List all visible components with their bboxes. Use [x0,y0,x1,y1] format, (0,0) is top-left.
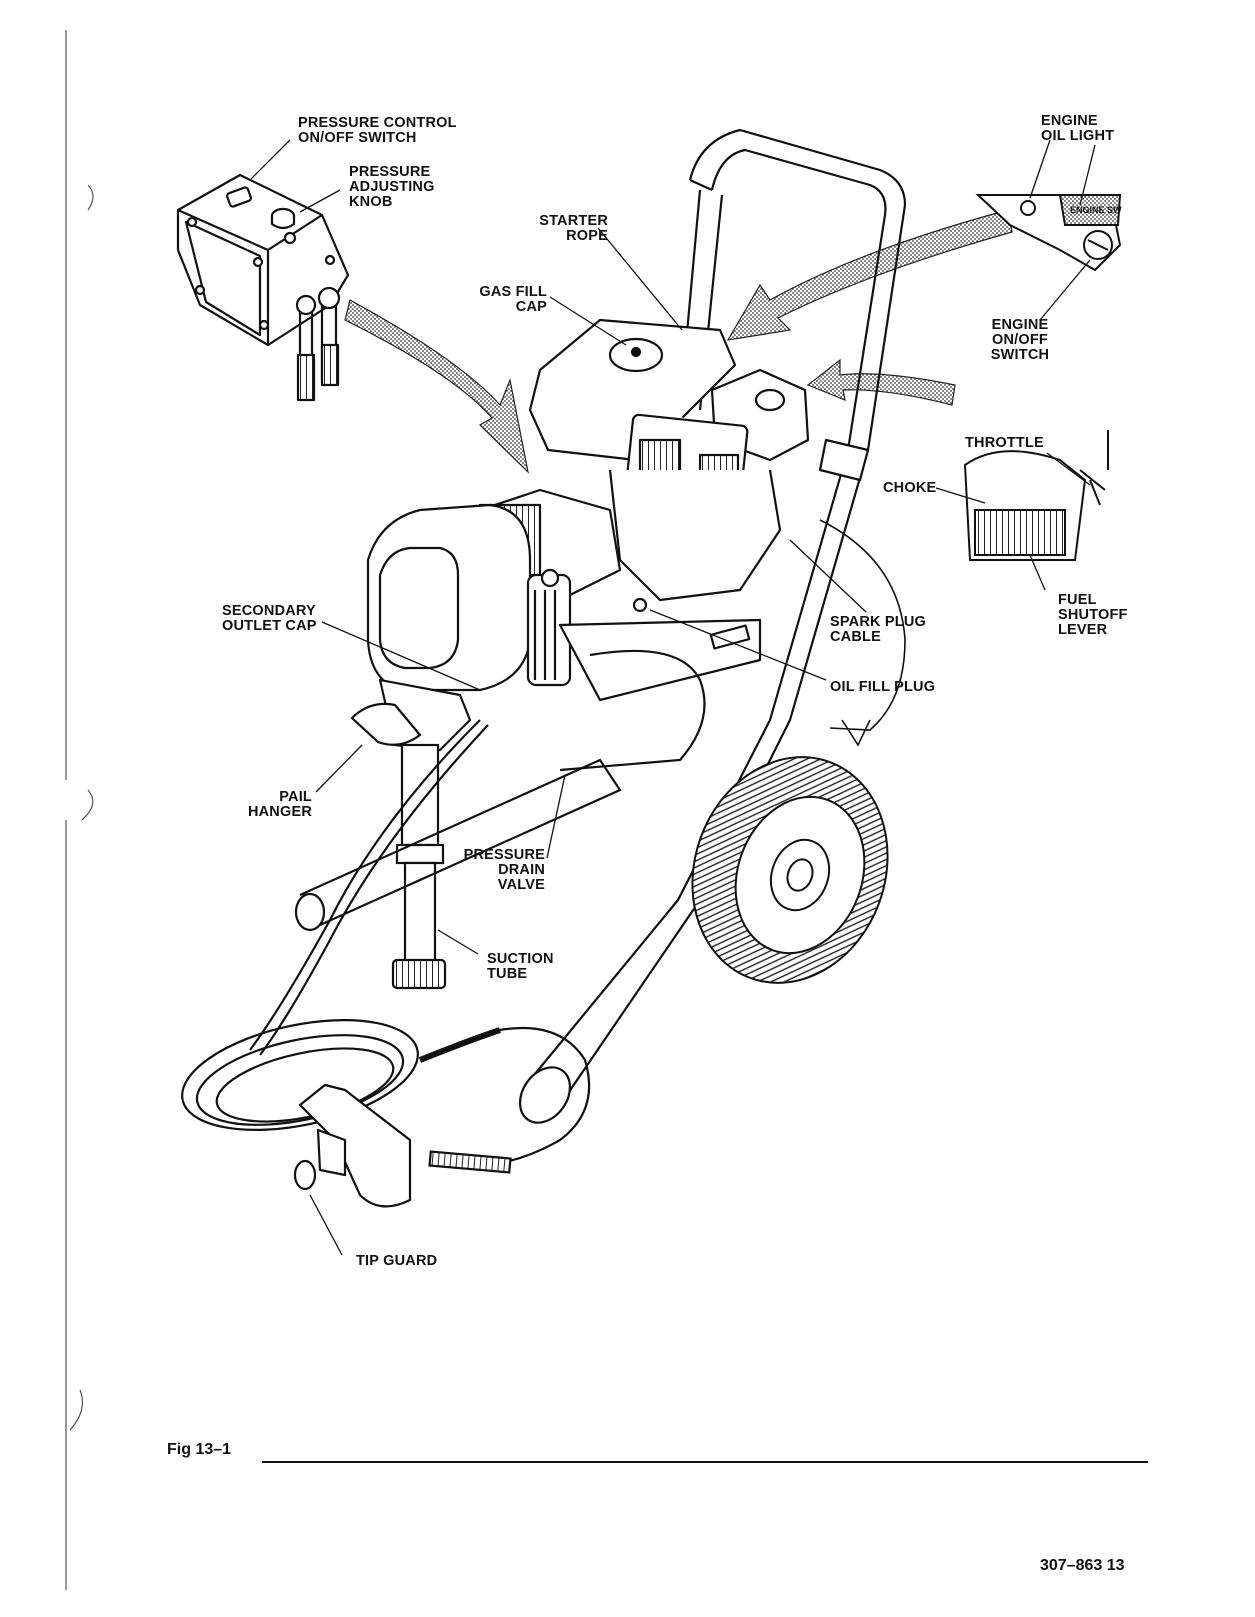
label-spark-plug-cable: SPARK PLUG CABLE [830,615,926,645]
label-pressure-drain-valve: PRESSURE DRAIN VALVE [455,848,545,893]
label-throttle: THROTTLE [965,436,1044,451]
figure-caption: Fig 13–1 [167,1441,231,1459]
label-oil-fill-plug: OIL FILL PLUG [830,680,935,695]
suction-tube [352,704,445,988]
label-suction-tube: SUCTION TUBE [487,952,554,982]
label-pressure-control-switch: PRESSURE CONTROL ON/OFF SWITCH [298,116,457,146]
label-starter-rope: STARTER ROPE [520,214,608,244]
label-fuel-shutoff-lever: FUEL SHUTOFF LEVER [1058,593,1128,638]
label-pail-hanger: PAIL HANGER [236,790,312,820]
spray-gun [295,1085,410,1206]
leader-lines [250,140,1095,1255]
label-engine-switch: ENGINE ON/OFF SWITCH [990,318,1050,363]
label-tip-guard: TIP GUARD [356,1254,437,1269]
wheel [661,729,918,1010]
label-secondary-outlet-cap: SECONDARY OUTLET CAP [222,604,317,634]
binding-margin [66,30,93,1590]
label-gas-fill-cap: GAS FILL CAP [462,285,547,315]
label-choke: CHOKE [883,481,936,496]
engine-sw-plate-label: ENGINE SW [1070,205,1122,215]
label-pressure-adjusting-knob: PRESSURE ADJUSTING KNOB [349,165,435,210]
label-engine-oil-light: ENGINE OIL LIGHT [1041,114,1114,144]
pressure-control-box [178,175,348,400]
page-number: 307–863 13 [1040,1557,1125,1575]
